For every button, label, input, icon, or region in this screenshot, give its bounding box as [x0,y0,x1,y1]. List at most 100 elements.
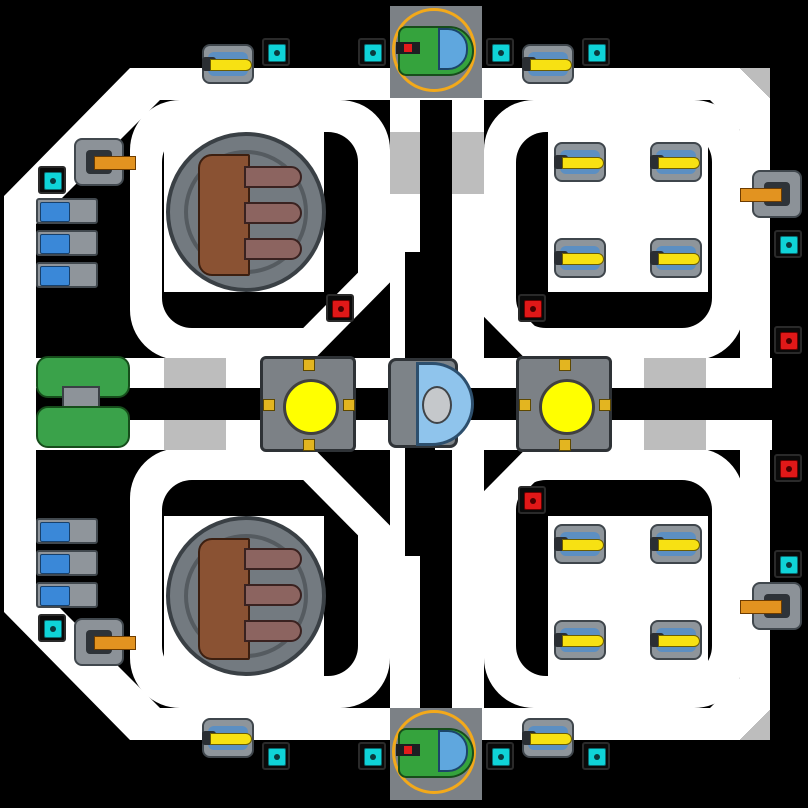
core-stud [303,359,315,371]
cannon-icon[interactable] [644,232,708,284]
battery-icon[interactable] [36,196,100,226]
cannon-icon[interactable] [516,38,580,90]
cyan-node-icon[interactable] [358,38,386,66]
core-stud [599,399,611,411]
cannon-icon[interactable] [196,712,260,764]
core-icon[interactable] [516,356,612,452]
cannon-icon[interactable] [548,614,612,666]
cyan-node-icon[interactable] [38,166,66,194]
cyan-node-icon[interactable] [774,230,802,258]
battery-cell [40,522,70,542]
cannon-barrel [658,539,700,551]
thruster-icon[interactable] [390,6,482,98]
side-turret-icon[interactable] [70,614,136,670]
cockpit-seat [422,386,452,424]
cannon-icon[interactable] [644,136,708,188]
turret-barrel [94,156,136,170]
cyan-node-icon[interactable] [358,742,386,770]
cyan-node-icon[interactable] [774,550,802,578]
battery-cell [40,554,70,574]
reactor-icon[interactable] [166,132,326,292]
door-right-bottom [644,420,706,450]
battery-icon[interactable] [36,260,100,290]
reactor-wedge [198,154,250,276]
reactor-icon[interactable] [166,516,326,676]
battery-icon[interactable] [36,228,100,258]
red-node-icon[interactable] [518,486,546,514]
cyan-node-icon[interactable] [262,38,290,66]
tank-pod [36,406,130,448]
cannon-barrel [530,59,572,71]
reactor-pipe [244,238,302,260]
cannon-icon[interactable] [644,614,708,666]
cannon-icon[interactable] [516,712,580,764]
thruster-tip [396,42,420,54]
thruster-arc [392,8,476,92]
door-right-top [644,358,706,388]
cannon-barrel [210,733,252,745]
cannon-icon[interactable] [548,518,612,570]
cannon-icon[interactable] [548,136,612,188]
door-top-left [390,132,420,194]
reactor-pipe [244,584,302,606]
cannon-icon[interactable] [644,518,708,570]
cyan-node-icon[interactable] [38,614,66,642]
cannon-barrel [658,253,700,265]
turret-barrel [94,636,136,650]
red-node-icon[interactable] [774,454,802,482]
core-light [539,379,595,435]
cyan-node-icon[interactable] [582,742,610,770]
core-icon[interactable] [260,356,356,452]
core-stud [343,399,355,411]
battery-cell [40,202,70,222]
core-stud [559,359,571,371]
cyan-node-icon[interactable] [262,742,290,770]
cannon-barrel [658,635,700,647]
battery-cell [40,266,70,286]
red-node-icon[interactable] [518,294,546,322]
core-stud [519,399,531,411]
reactor-pipe [244,548,302,570]
turret-barrel [740,188,782,202]
thruster-dish [438,730,468,772]
side-turret-icon[interactable] [70,134,136,190]
cyan-node-icon[interactable] [486,38,514,66]
battery-cell [40,234,70,254]
turret-barrel [740,600,782,614]
reactor-pipe [244,166,302,188]
cyan-node-icon[interactable] [582,38,610,66]
reactor-pipe [244,620,302,642]
cannon-barrel [658,157,700,169]
cockpit-icon[interactable] [388,358,480,450]
side-turret-icon[interactable] [740,578,806,634]
cyan-node-icon[interactable] [486,742,514,770]
cargo-tank-icon[interactable] [36,356,132,452]
cannon-barrel [562,635,604,647]
red-node-icon[interactable] [326,294,354,322]
cannon-barrel [210,59,252,71]
thruster-icon[interactable] [390,708,482,800]
core-stud [263,399,275,411]
core-stud [559,439,571,451]
side-turret-icon[interactable] [740,166,806,222]
cannon-icon[interactable] [196,38,260,90]
reactor-wedge [198,538,250,660]
red-node-icon[interactable] [774,326,802,354]
core-light [283,379,339,435]
cannon-barrel [562,157,604,169]
cannon-barrel [562,539,604,551]
door-left-top [164,358,226,388]
cannon-icon[interactable] [548,232,612,284]
reactor-pipe [244,202,302,224]
door-corner-bottom-right [740,710,770,740]
battery-cell [40,586,70,606]
battery-icon[interactable] [36,516,100,546]
door-left-bottom [164,420,226,450]
cannon-barrel [562,253,604,265]
battery-icon[interactable] [36,580,100,610]
core-stud [303,439,315,451]
thruster-dish [438,28,468,70]
thruster-tip [396,744,420,756]
cannon-barrel [530,733,572,745]
battery-icon[interactable] [36,548,100,578]
